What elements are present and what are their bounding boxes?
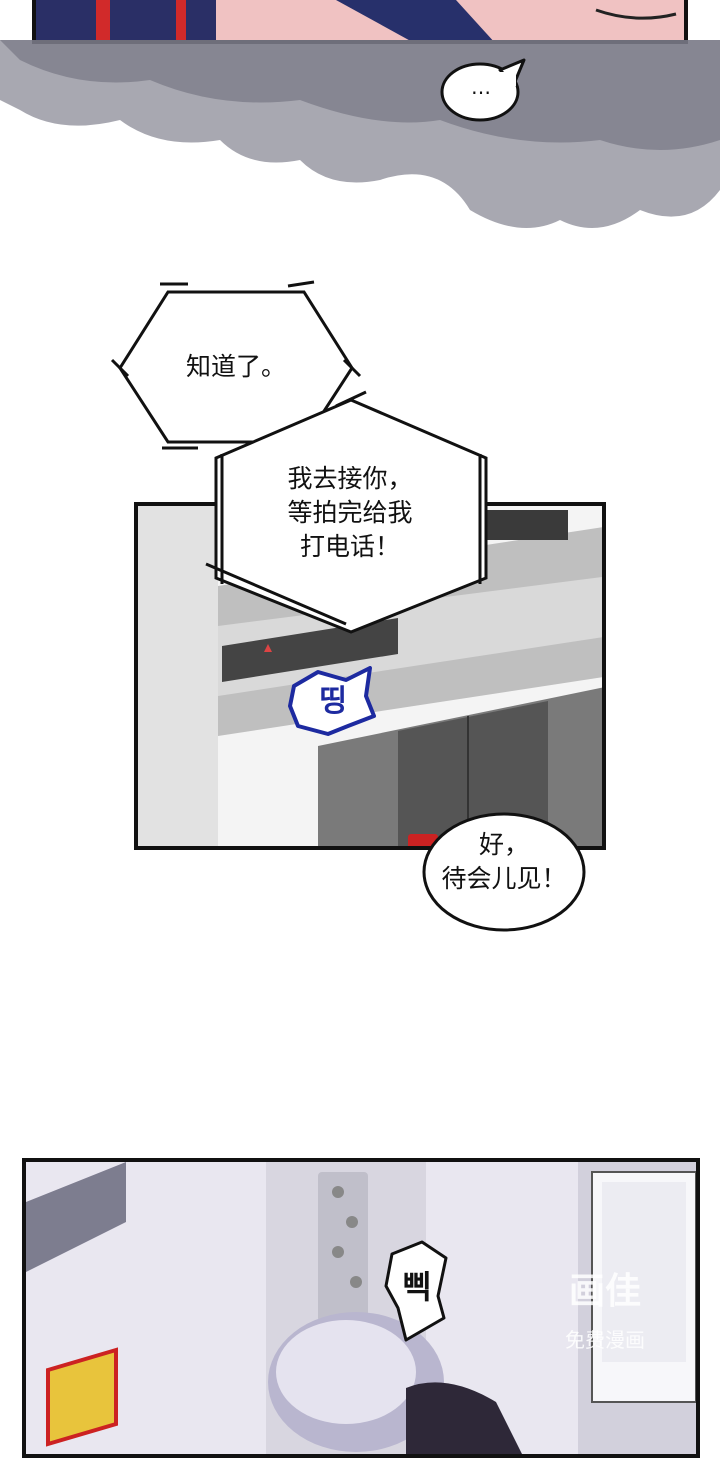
ellipsis-text: … [471,75,491,99]
hex-bubble-pickup [205,390,488,634]
interior-art [26,1162,696,1454]
top-panel-art [36,0,677,40]
smoke-cloud [0,40,720,228]
elevator-interior-panel: 삑 [22,1158,700,1458]
ellipsis-bubble [440,58,526,122]
elevator-panel: 띵 [134,502,606,850]
beep-sfx-shape [384,1240,448,1342]
round-bubble-reply [422,812,586,932]
known-text: 知道了。 [185,352,286,381]
top-panel [32,0,688,44]
ding-sfx-shape [288,666,376,736]
watermark-logo: 画佳 [568,1271,641,1312]
reply-text: 好， 待会儿见！ [441,830,567,893]
elevator-art [138,506,602,846]
ding-sfx: 띵 [319,684,347,719]
watermark-caption: 免费漫画 [565,1328,645,1352]
pickup-text: 我去接你， 等拍完给我 打电话！ [287,464,413,561]
beep-sfx: 삑 [402,1268,432,1306]
